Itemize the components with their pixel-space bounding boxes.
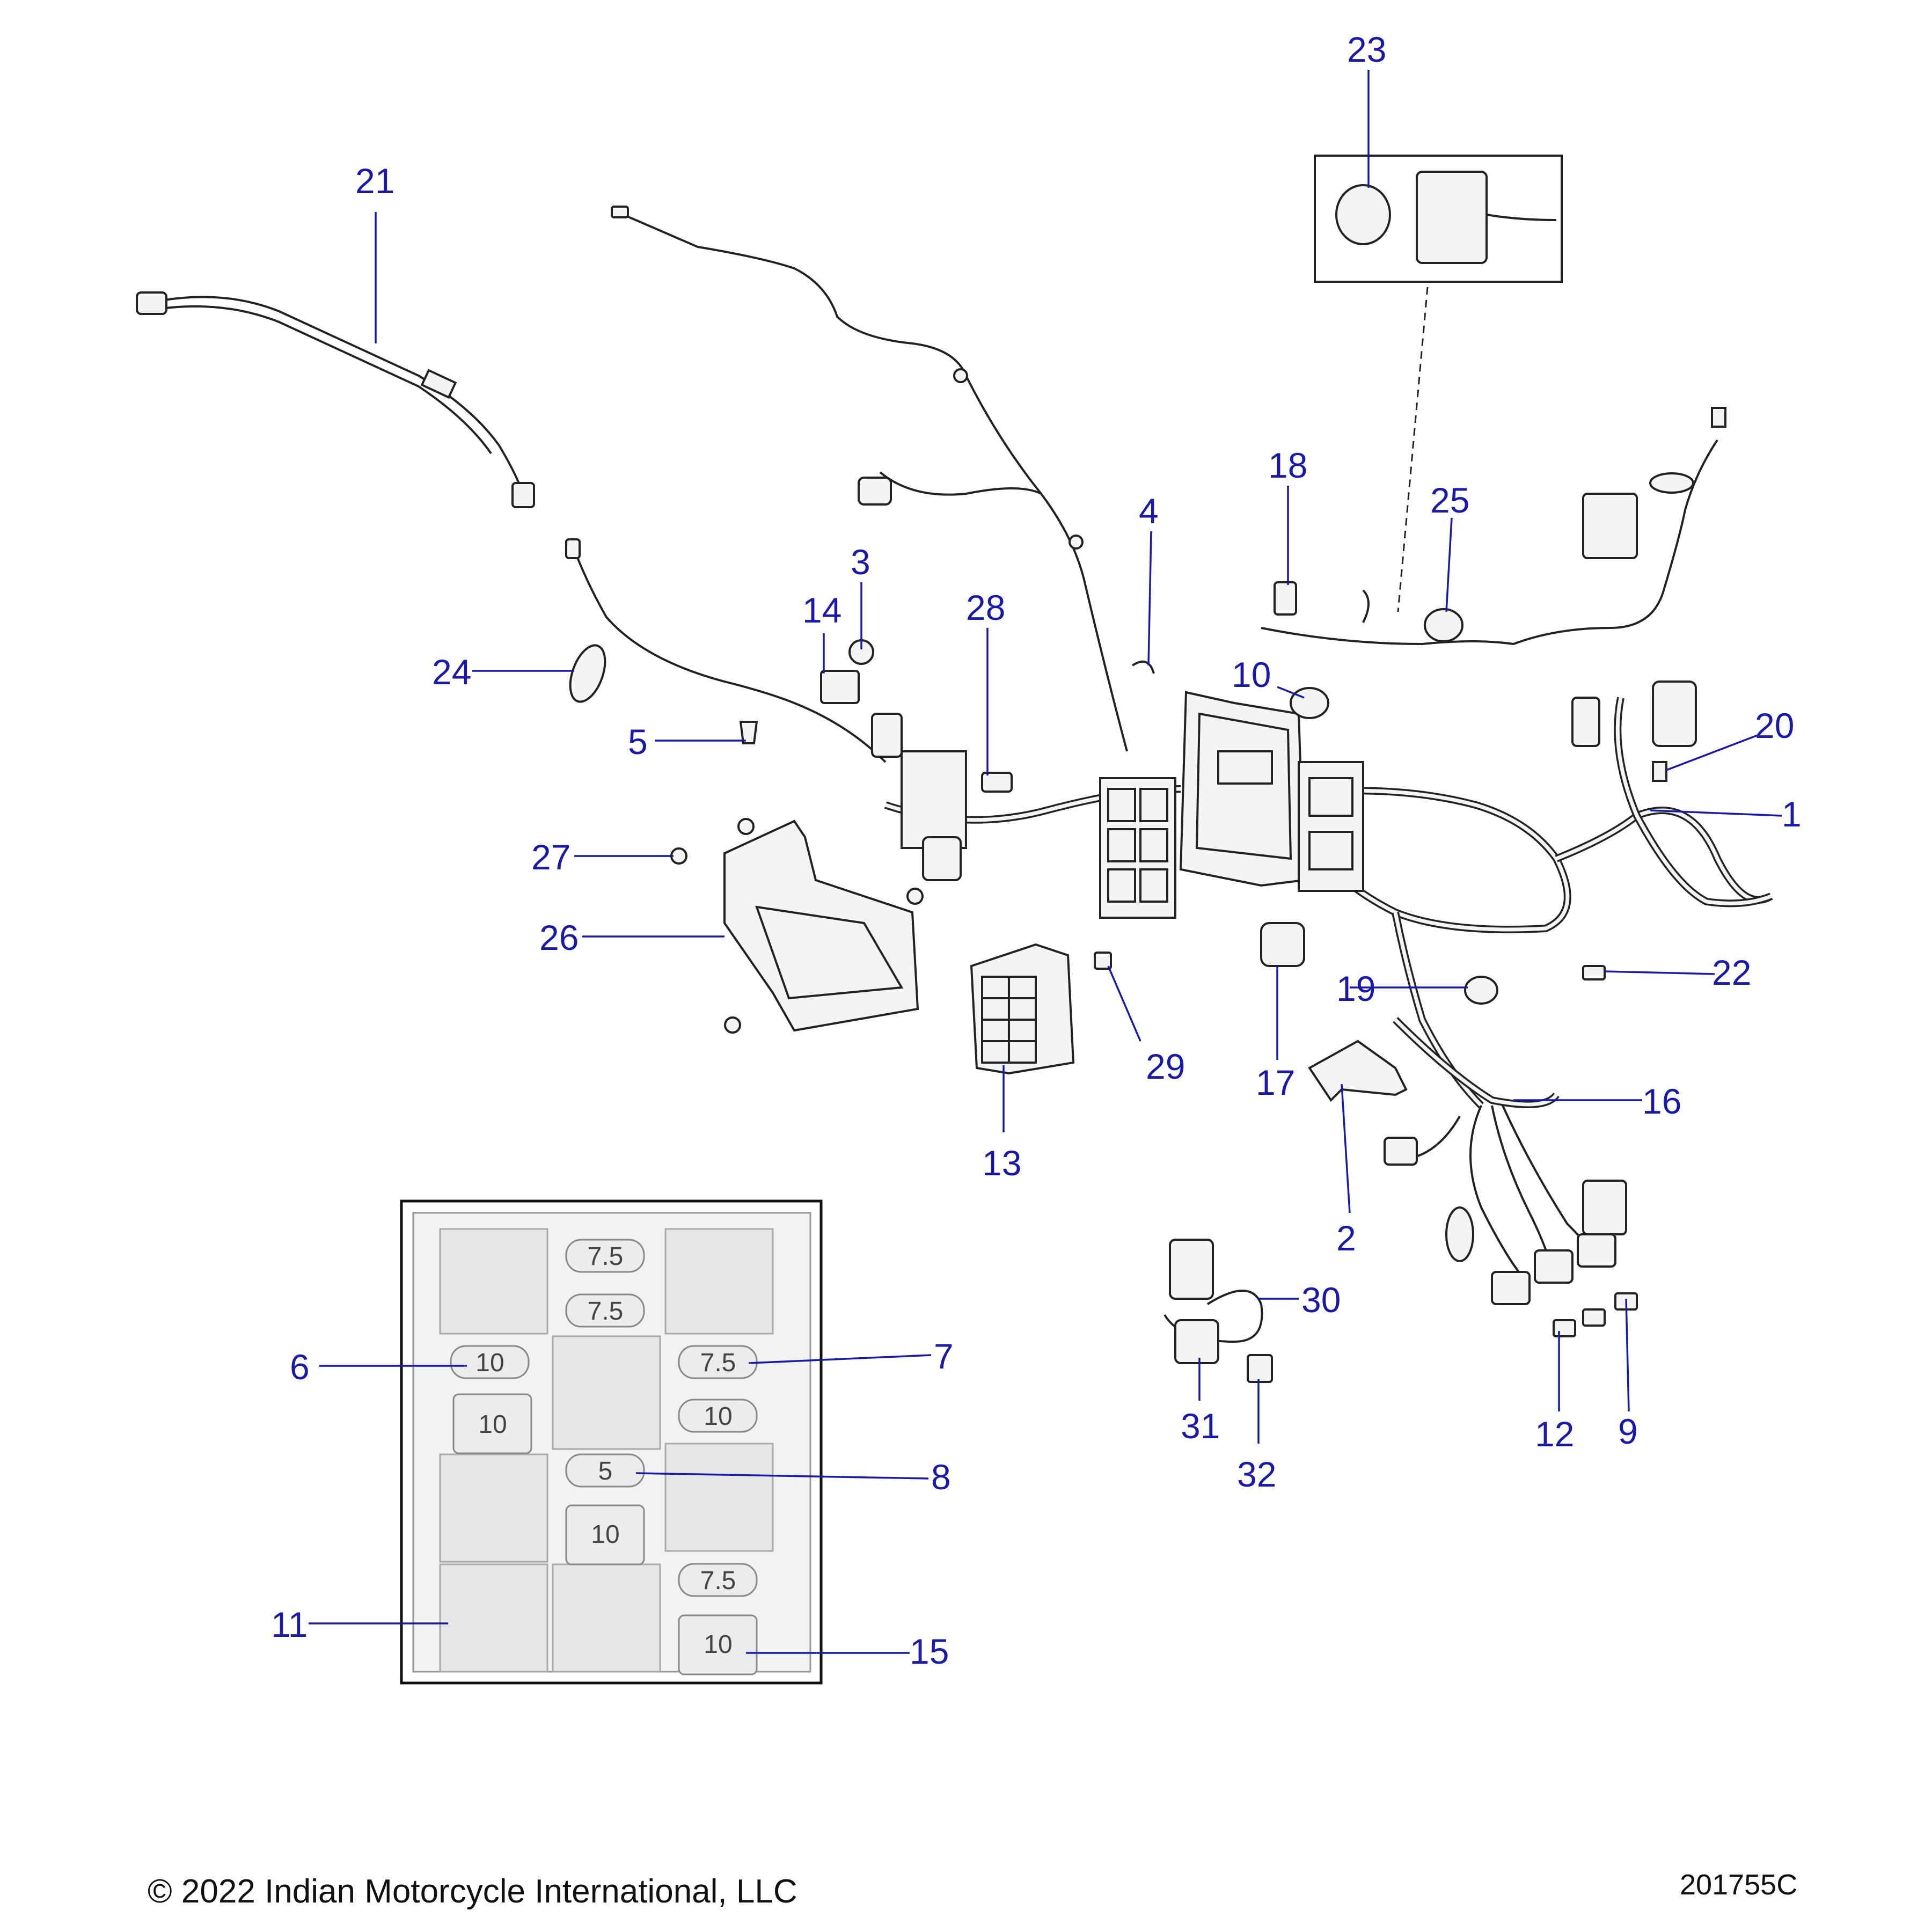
callout-10: 10 bbox=[1232, 655, 1305, 699]
left-lead-harness bbox=[565, 471, 1042, 763]
callout-label-31: 31 bbox=[1181, 1406, 1220, 1446]
callout-label-23: 23 bbox=[1347, 30, 1386, 69]
callout-16: 16 bbox=[1513, 1081, 1681, 1121]
callout-11: 11 bbox=[271, 1605, 448, 1644]
callout-32: 32 bbox=[1237, 1379, 1276, 1494]
callout-label-21: 21 bbox=[355, 161, 394, 201]
callout-25: 25 bbox=[1430, 480, 1469, 612]
callout-label-11: 11 bbox=[271, 1605, 308, 1644]
callout-15: 15 bbox=[746, 1631, 949, 1671]
fuse-label-7: 5 bbox=[598, 1457, 613, 1485]
callout-label-20: 20 bbox=[1755, 706, 1794, 745]
callout-9: 9 bbox=[1618, 1298, 1638, 1451]
callout-label-15: 15 bbox=[910, 1631, 949, 1671]
fuse-label-10: 10 bbox=[704, 1630, 732, 1659]
callout-5: 5 bbox=[628, 722, 746, 762]
callout-label-32: 32 bbox=[1237, 1454, 1276, 1494]
upper-lead-harness bbox=[611, 206, 1128, 752]
callout-label-7: 7 bbox=[934, 1336, 954, 1376]
callout-label-10: 10 bbox=[1232, 655, 1271, 694]
callout-30: 30 bbox=[1258, 1280, 1341, 1320]
callout-22: 22 bbox=[1604, 953, 1751, 992]
drawing-number: 201755C bbox=[1680, 1869, 1797, 1901]
callout-19: 19 bbox=[1336, 969, 1468, 1008]
callout-label-18: 18 bbox=[1268, 445, 1307, 485]
fuse-label-1: 7.5 bbox=[588, 1242, 624, 1271]
callout-6: 6 bbox=[290, 1347, 467, 1387]
callout-4: 4 bbox=[1139, 491, 1159, 666]
fuse-box-detail: 7.5 7.5 10 10 7.5 10 5 10 7.5 10 bbox=[400, 1199, 823, 1685]
part-21-lead-harness bbox=[136, 291, 535, 508]
callout-label-30: 30 bbox=[1301, 1280, 1341, 1320]
callout-8: 8 bbox=[635, 1457, 951, 1497]
callout-26: 26 bbox=[539, 918, 724, 957]
callout-label-12: 12 bbox=[1535, 1414, 1574, 1454]
callout-label-19: 19 bbox=[1336, 969, 1375, 1008]
fuse-label-5: 7.5 bbox=[700, 1349, 736, 1377]
part-26-bracket bbox=[670, 818, 924, 1034]
callout-label-6: 6 bbox=[290, 1347, 310, 1387]
callout-18: 18 bbox=[1268, 445, 1307, 585]
part-2-bracket bbox=[1308, 1040, 1408, 1102]
callout-17: 17 bbox=[1256, 966, 1295, 1102]
callout-label-29: 29 bbox=[1146, 1046, 1185, 1086]
callout-label-28: 28 bbox=[966, 588, 1005, 627]
fuse-label-9: 7.5 bbox=[700, 1567, 736, 1595]
part-16-sub-harness bbox=[1384, 1017, 1627, 1305]
part-30-31-32-connectors bbox=[1163, 1239, 1273, 1383]
callout-29: 29 bbox=[1107, 965, 1185, 1086]
part-9-12-fuses bbox=[1553, 1292, 1638, 1337]
part-13-fuse-box bbox=[970, 943, 1075, 1075]
callout-label-17: 17 bbox=[1256, 1063, 1295, 1102]
fuse-label-2: 7.5 bbox=[588, 1297, 624, 1326]
callout-label-16: 16 bbox=[1642, 1081, 1681, 1121]
callout-31: 31 bbox=[1181, 1358, 1220, 1446]
small-fasteners bbox=[1094, 922, 1606, 1005]
main-harness-body bbox=[569, 407, 1773, 1108]
callout-label-14: 14 bbox=[802, 590, 841, 630]
part-23-detail-box bbox=[1314, 155, 1563, 612]
callout-24: 24 bbox=[432, 652, 574, 692]
callout-13: 13 bbox=[982, 1065, 1021, 1183]
callout-27: 27 bbox=[531, 837, 674, 877]
callout-label-5: 5 bbox=[628, 722, 648, 762]
callout-3: 3 bbox=[851, 542, 870, 649]
callout-label-9: 9 bbox=[1618, 1411, 1638, 1451]
callout-label-26: 26 bbox=[539, 918, 579, 957]
callout-12: 12 bbox=[1535, 1331, 1574, 1454]
fuse-label-4: 10 bbox=[478, 1410, 507, 1439]
callouts: 1 2 3 4 5 6 7 8 bbox=[271, 30, 1802, 1671]
fuse-label-3: 10 bbox=[475, 1349, 504, 1377]
callout-label-4: 4 bbox=[1139, 491, 1159, 531]
fuse-label-6: 10 bbox=[704, 1402, 732, 1431]
callout-label-8: 8 bbox=[931, 1457, 951, 1497]
callout-label-22: 22 bbox=[1712, 953, 1751, 992]
callout-20: 20 bbox=[1666, 706, 1794, 771]
callout-14: 14 bbox=[802, 590, 841, 674]
callout-label-13: 13 bbox=[982, 1143, 1021, 1183]
callout-label-27: 27 bbox=[531, 837, 570, 877]
callout-2: 2 bbox=[1336, 1084, 1356, 1258]
callout-28: 28 bbox=[966, 588, 1005, 775]
callout-label-25: 25 bbox=[1430, 480, 1469, 520]
callout-label-1: 1 bbox=[1782, 794, 1802, 834]
fuse-label-8: 10 bbox=[591, 1520, 619, 1549]
copyright-text: © 2022 Indian Motorcycle International, … bbox=[148, 1873, 797, 1910]
callout-23: 23 bbox=[1347, 30, 1386, 188]
callout-label-2: 2 bbox=[1336, 1218, 1356, 1258]
callout-label-24: 24 bbox=[432, 652, 471, 692]
callout-21: 21 bbox=[355, 161, 394, 343]
callout-7: 7 bbox=[748, 1336, 954, 1376]
callout-1: 1 bbox=[1650, 794, 1802, 834]
callout-label-3: 3 bbox=[851, 542, 870, 582]
